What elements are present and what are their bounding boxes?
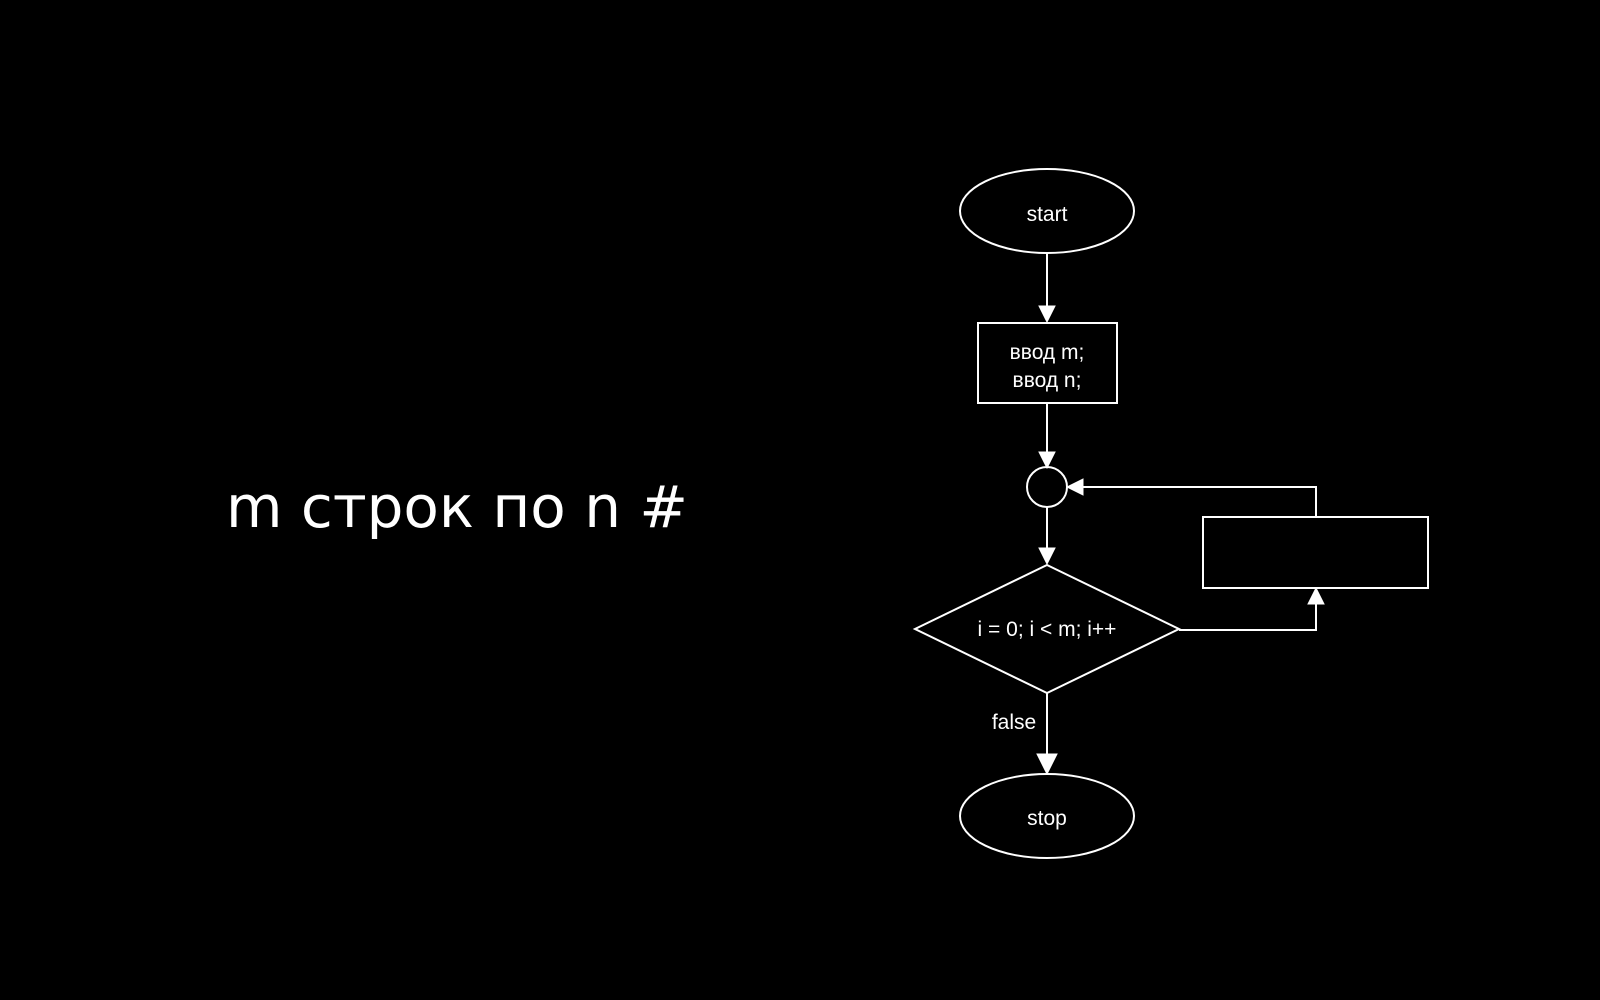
edge-decision-to-body [1179,586,1325,631]
arrowhead [1307,586,1325,605]
input-line-2: ввод n; [1013,369,1082,392]
edge-connector-to-decision [1038,507,1056,566]
loop-decision-node: i = 0; i < m; i++ [912,563,1182,695]
edge-decision-to-stop: false [992,693,1058,776]
arrowhead [1065,478,1084,496]
arrowhead [1038,451,1056,470]
arrowhead [1036,753,1058,776]
start-node: start [959,168,1135,254]
slide-title: m строк по n # [226,473,689,541]
input-line-1: ввод m; [1010,341,1085,364]
arrowhead [1038,305,1056,324]
loop-condition-label: i = 0; i < m; i++ [978,618,1117,641]
start-label: start [1027,203,1068,226]
loop-body-node [1202,516,1429,589]
arrowhead [1038,547,1056,566]
loop-body-rect [1202,516,1429,589]
edge-body-to-connector [1065,478,1317,517]
loop-connector [1026,466,1068,508]
input-node: ввод m; ввод n; [977,322,1118,404]
stop-label: stop [1027,807,1067,830]
false-label: false [992,711,1036,734]
edge-start-to-input [1038,253,1056,324]
edge-input-to-connector [1038,403,1056,470]
stop-node: stop [959,773,1135,859]
stop-ellipse [959,773,1135,859]
